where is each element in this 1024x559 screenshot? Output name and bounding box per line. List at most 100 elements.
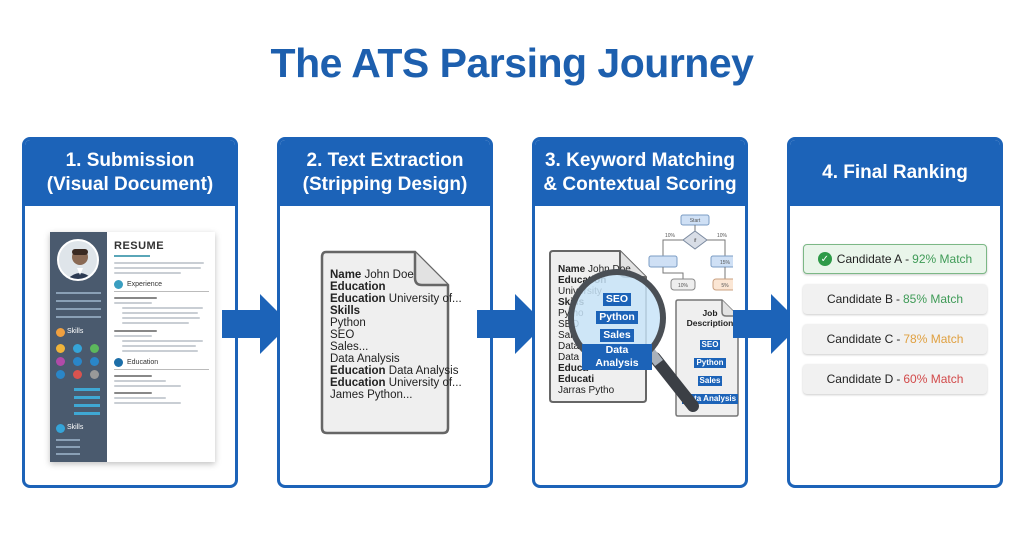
- experience-heading: Experience: [127, 281, 163, 288]
- field-value: John Doe: [361, 269, 414, 281]
- field-value: James Python...: [330, 389, 413, 401]
- field-value: SEO: [330, 329, 355, 341]
- keyword-tag: Data Analysis: [681, 394, 739, 404]
- arrow-right-icon: [477, 294, 545, 354]
- field-value: Sales...: [330, 341, 369, 353]
- resume-sidebar: Skills Skills: [50, 232, 107, 462]
- keyword-tag: SEO: [602, 293, 632, 306]
- step-3-subtitle: & Contextual Scoring: [543, 174, 737, 195]
- field-label: Education: [330, 281, 386, 293]
- match-score: 78% Match: [903, 332, 964, 346]
- step-4-header: 4. Final Ranking: [790, 140, 1000, 206]
- match-score: 60% Match: [903, 372, 964, 386]
- text-line: Python: [330, 317, 462, 329]
- step-2-subtitle: (Stripping Design): [302, 174, 468, 195]
- step-1-panel: 1. Submission (Visual Document) Skills: [22, 137, 238, 488]
- sidebar-skills-label: Skills: [67, 424, 84, 431]
- text-line: Data: [558, 341, 631, 352]
- field-value: Data: [558, 341, 580, 352]
- flow-bottom-right-node: 5%: [721, 283, 729, 289]
- text-line: Sale: [558, 330, 631, 341]
- text-line: Education University of...: [330, 377, 462, 389]
- step-3-header: 3. Keyword Matching & Contextual Scoring: [535, 140, 745, 206]
- field-value: University of...: [385, 293, 462, 305]
- check-circle-icon: ✓: [817, 252, 832, 266]
- field-label: Education: [330, 365, 386, 377]
- field-label: Education: [330, 377, 386, 389]
- text-line: Jarras Pytho: [558, 385, 631, 396]
- candidate-row: Candidate B-85% Match: [803, 284, 987, 314]
- text-line: Skills: [330, 305, 462, 317]
- flow-right-label: 10%: [717, 233, 728, 239]
- text-line: Educa: [558, 363, 631, 374]
- field-value: University of...: [385, 377, 462, 389]
- text-line: James Python...: [330, 389, 462, 401]
- flow-decision-node: if: [694, 238, 697, 244]
- field-label: Name: [558, 264, 586, 275]
- field-label: Educati: [558, 374, 595, 385]
- flow-start-node: Start: [690, 218, 701, 224]
- candidate-row: Candidate D-60% Match: [803, 364, 987, 394]
- candidate-row: Candidate C-78% Match: [803, 324, 987, 354]
- step-1-header: 1. Submission (Visual Document): [25, 140, 235, 206]
- separator: -: [896, 292, 900, 306]
- plain-text-document-icon: [320, 250, 450, 435]
- resume-title: RESUME: [114, 240, 165, 252]
- text-line: Data Analysis: [330, 353, 462, 365]
- field-value: Data Analysis: [330, 353, 400, 365]
- field-label: Skills: [330, 305, 361, 317]
- field-value: Data Analysis: [385, 365, 459, 377]
- text-line: Sales...: [330, 341, 462, 353]
- separator: -: [905, 252, 910, 266]
- match-score: 92% Match: [912, 252, 973, 266]
- candidate-name: Candidate C: [826, 332, 894, 346]
- skills-icon: [56, 424, 65, 433]
- text-line: Data: [558, 352, 631, 363]
- arrow-right-icon: [222, 294, 290, 354]
- field-label: Name: [330, 269, 362, 281]
- keyword-tag: SEO: [699, 340, 721, 350]
- text-line: Education University of...: [330, 293, 462, 305]
- resume-document: Skills Skills RES: [50, 232, 215, 462]
- arrow-right-icon: [733, 294, 801, 354]
- person-photo-icon: [57, 239, 99, 281]
- experience-icon: [114, 280, 123, 289]
- candidate-row: ✓ Candidate A-92% Match: [803, 244, 987, 274]
- keyword-tag: Python: [694, 358, 726, 368]
- keyword-tag: Sales: [697, 376, 723, 386]
- sidebar-skills-label: Skills: [67, 328, 84, 335]
- field-value: Python: [330, 317, 366, 329]
- step-1-title: 1. Submission: [65, 150, 195, 171]
- field-label: Education: [558, 275, 607, 286]
- step-2-header: 2. Text Extraction(Stripping Design): [280, 140, 490, 206]
- skills-icon: [56, 328, 65, 337]
- field-value: Jarras Pytho: [558, 385, 615, 396]
- field-label: Educa: [558, 363, 589, 374]
- step-3-title: 3. Keyword Matching: [544, 150, 736, 171]
- candidate-name: Candidate B: [826, 292, 893, 306]
- keyword-tag: Sales: [600, 329, 634, 342]
- field-value: Data: [558, 352, 580, 363]
- field-value: John Doe: [585, 264, 631, 275]
- step-2-panel: 2. Text Extraction(Stripping Design) Nam…: [277, 137, 493, 488]
- text-line: Educati: [558, 374, 631, 385]
- text-line: SEO: [330, 329, 462, 341]
- step-4-title: 4. Final Ranking: [822, 162, 968, 183]
- text-line: Education Data Analysis: [330, 365, 462, 377]
- separator: -: [896, 332, 901, 346]
- flow-left-label: 10%: [665, 233, 676, 239]
- keyword-tag: Data Analysis: [582, 344, 652, 370]
- step-1-subtitle: (Visual Document): [46, 174, 214, 195]
- resume-main: RESUME Experience Education: [107, 232, 215, 462]
- text-line: Education: [558, 275, 631, 286]
- flow-mid-node: 10%: [678, 283, 689, 289]
- step-3-panel: 3. Keyword Matching& Contextual Scoring …: [532, 137, 748, 488]
- education-icon: [114, 358, 123, 367]
- text-line: Name John Doe: [558, 264, 631, 275]
- candidate-name: Candidate A: [836, 252, 903, 266]
